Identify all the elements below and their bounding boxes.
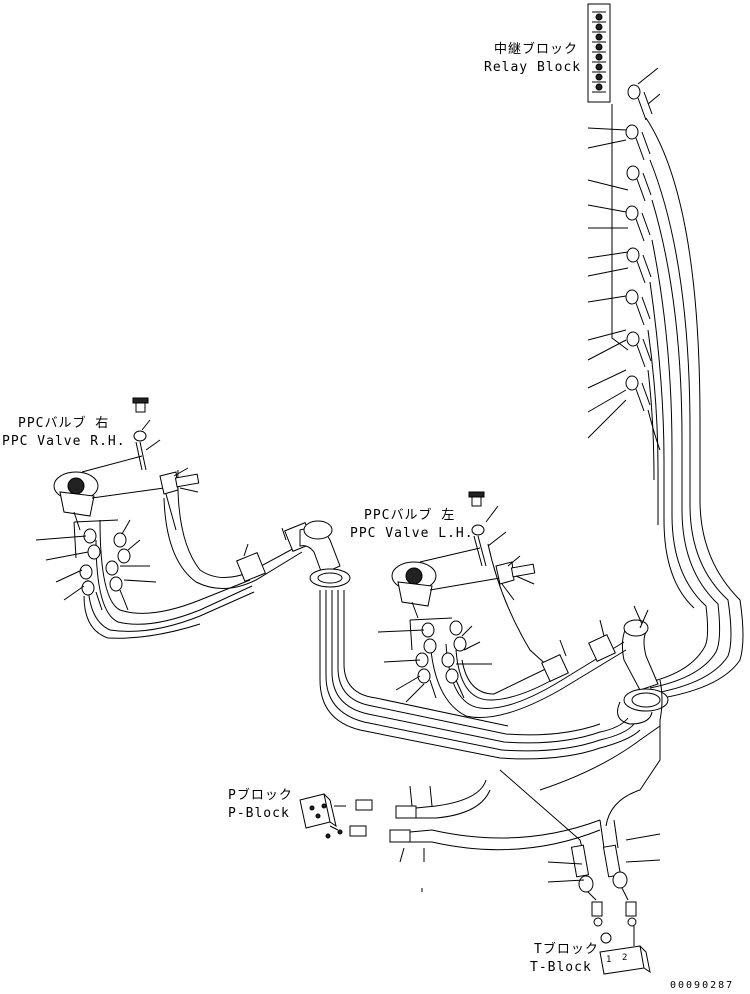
center-loop-hoses [319, 590, 641, 760]
t-block-port-2: 2 [622, 953, 629, 963]
t-block-fittings [547, 833, 661, 946]
ppc-valve-lh [377, 491, 536, 703]
relay-block-label-jp: 中継ブロック [494, 42, 579, 57]
ppc-valve-rh-label-jp: PPCバルブ 右 [18, 416, 110, 431]
lower-return-hoses [499, 679, 663, 863]
t-block-label-jp: Tブロック [534, 942, 599, 957]
lh-hose-run [429, 543, 627, 719]
relay-block-label-en: Relay Block [484, 60, 582, 75]
ppc-valve-rh-label-en: PPC Valve R.H. [2, 434, 126, 449]
right-elbow-grommet [617, 605, 669, 725]
p-block [299, 779, 601, 863]
p-block-label-jp: Pブロック [228, 788, 293, 803]
rh-hose-run [83, 469, 303, 639]
t-block [599, 945, 651, 975]
ppc-valve-rh [35, 397, 200, 611]
ppc-valve-lh-label-en: PPC Valve L.H. [350, 526, 474, 541]
hose-clamps-lh [541, 619, 616, 682]
t-block-port-1: 1 [606, 955, 613, 965]
main-hose-bundle [645, 117, 744, 701]
relay-hose-fittings [587, 67, 661, 439]
center-elbow-grommet [299, 520, 351, 588]
ppc-valve-lh-label-jp: PPCバルブ 左 [364, 508, 456, 523]
t-block-label-en: T-Block [530, 960, 592, 975]
document-number: 00090287 [670, 980, 735, 991]
relay-block [587, 3, 611, 103]
p-block-label-en: P-Block [228, 806, 290, 821]
